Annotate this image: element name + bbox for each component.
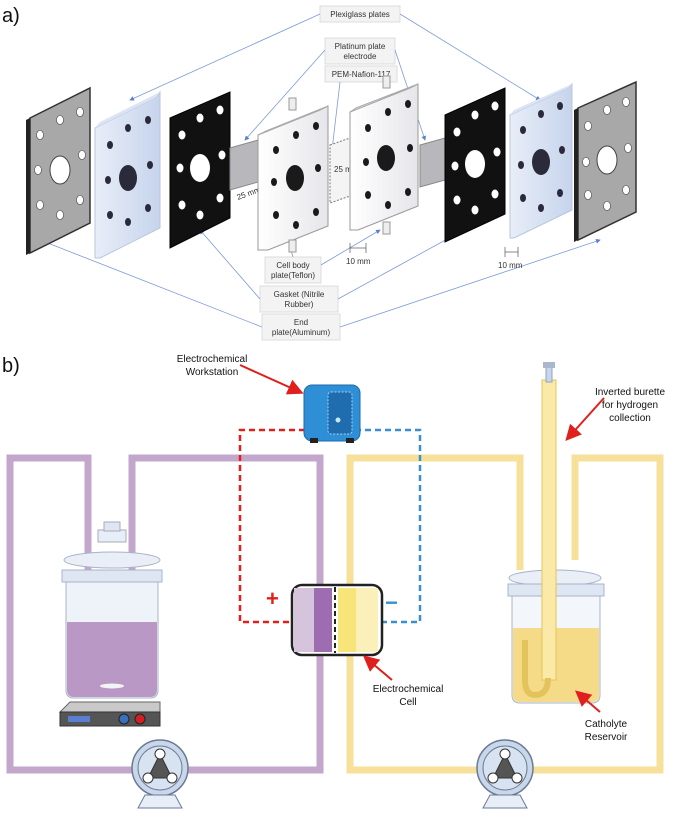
electrochemical-cell: + − [266,583,398,657]
callout-arrows [239,364,605,713]
svg-text:Electrochemical: Electrochemical [177,354,248,365]
peristaltic-pump-left [131,739,189,809]
svg-text:Gasket (Nitrile: Gasket (Nitrile [274,290,325,299]
callout-workstation: Electrochemical Workstation [177,354,248,378]
catholyte-tubing [346,454,664,774]
svg-text:collection: collection [609,413,651,424]
plexiglass-plate-left [94,90,161,259]
label-platinum-electrode: Platinum plate electrode [324,37,396,65]
label-pem: PEM-Nafion-117 [324,65,398,83]
anolyte-reservoir [61,521,163,699]
svg-text:plate(Aluminum): plate(Aluminum) [272,328,331,337]
label-plexiglass: Plexiglass plates [319,5,401,23]
plexiglass-plate-right: 10 mm [498,82,573,270]
cell-body-left [257,97,329,253]
gasket-right [444,87,506,243]
svg-text:Reservoir: Reservoir [585,732,628,743]
svg-text:Platinum plate: Platinum plate [335,42,386,51]
dimension-25mm-center: 25 mm [334,165,359,174]
callout-burette: Inverted burette for hydrogen collection [595,387,665,424]
svg-text:for hydrogen: for hydrogen [602,400,658,411]
pem-membrane: 25 mm [329,137,359,204]
svg-text:Rubber): Rubber) [285,300,314,309]
svg-text:electrode: electrode [344,52,377,61]
callout-cell: Electrochemical Cell [373,684,444,708]
end-plate-right [574,80,637,242]
svg-text:End: End [294,318,308,327]
gasket-left [169,91,231,249]
cell-body-right: 10 mm [346,75,419,266]
label-end-plate: End plate(Aluminum) [261,313,341,341]
dimension-10mm-right: 10 mm [498,261,523,270]
label-gasket: Gasket (Nitrile Rubber) [259,285,339,313]
svg-text:Cell: Cell [399,697,416,708]
negative-terminal: − [385,590,398,615]
end-plate-left [26,86,91,255]
svg-text:Inverted burette: Inverted burette [595,387,665,398]
callout-reservoir: Catholyte Reservoir [585,719,628,743]
panel-a-label: a) [2,5,20,27]
svg-text:PEM-Nafion-117: PEM-Nafion-117 [332,70,391,79]
svg-text:Cell body: Cell body [276,261,309,270]
platinum-electrode-left: 25 mm [229,139,262,202]
dimension-10mm-left: 10 mm [346,257,371,266]
positive-terminal: + [266,586,279,611]
magnetic-stirrer [58,701,161,727]
panel-b-label: b) [2,355,20,377]
platinum-electrode-right [419,137,446,188]
svg-text:Workstation: Workstation [186,367,239,378]
svg-text:Catholyte: Catholyte [585,719,628,730]
svg-text:Plexiglass plates: Plexiglass plates [330,10,390,19]
anolyte-tubing [6,454,324,774]
peristaltic-pump-right [476,739,534,809]
negative-wire [355,428,422,624]
svg-text:Electrochemical: Electrochemical [373,684,444,695]
positive-wire [238,428,305,624]
electrochemical-workstation [303,384,361,443]
inverted-burette [522,362,557,699]
label-cell-body: Cell body plate(Teflon) [264,256,322,284]
svg-text:plate(Teflon): plate(Teflon) [271,271,315,280]
